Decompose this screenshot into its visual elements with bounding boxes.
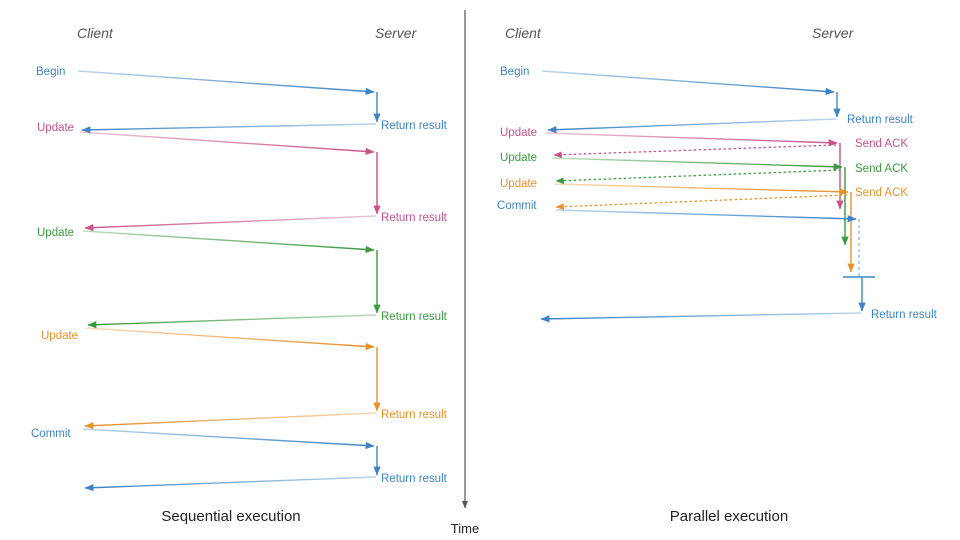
seq-label-update-2: Update — [37, 227, 74, 239]
seq-server-actor-label: Server — [375, 25, 418, 41]
seq-arrow-return-3 — [87, 314, 377, 329]
par-label-ack-2: Send ACK — [855, 163, 908, 175]
par-label-ack-3: Send ACK — [855, 187, 908, 199]
par-label-update-1: Update — [500, 127, 537, 139]
seq-label-begin: Begin — [36, 66, 65, 78]
par-label-update-2: Update — [500, 152, 537, 164]
seq-arrow-begin — [77, 70, 375, 96]
seq-arrow-update-3 — [85, 327, 375, 351]
seq-label-update-1: Update — [37, 122, 74, 134]
par-server-actor-label: Server — [812, 25, 855, 41]
time-axis: Time — [451, 10, 479, 536]
seq-label-return-5: Return result — [381, 473, 448, 485]
par-arrow-update-1 — [545, 132, 838, 147]
par-label-update-3: Update — [500, 178, 537, 190]
time-axis-label: Time — [451, 521, 479, 536]
seq-arrow-return-1 — [81, 123, 377, 134]
panel-parallel: Client Server Begin Return result Update… — [497, 25, 938, 525]
par-panel-caption: Parallel execution — [670, 508, 788, 525]
panel-sequential: Client Server Begin Return result Update… — [31, 25, 448, 525]
par-client-actor-label: Client — [505, 25, 542, 41]
par-arrow-return-final — [540, 312, 862, 323]
par-ack-dotted-2 — [555, 169, 842, 185]
par-ack-dotted-1 — [553, 144, 837, 159]
par-arrow-update-2 — [551, 157, 843, 171]
par-arrow-begin — [541, 70, 835, 96]
seq-label-update-3: Update — [41, 330, 78, 342]
par-arrow-update-3 — [553, 183, 849, 196]
seq-arrow-update-1 — [79, 131, 375, 156]
seq-arrow-commit — [82, 428, 375, 450]
par-label-commit: Commit — [497, 200, 537, 212]
seq-client-actor-label: Client — [77, 25, 114, 41]
seq-arrow-return-5 — [84, 476, 377, 492]
seq-arrow-update-2 — [82, 230, 375, 254]
seq-label-return-1: Return result — [381, 120, 448, 132]
par-label-return-final: Return result — [871, 309, 938, 321]
seq-panel-caption: Sequential execution — [161, 508, 300, 525]
par-label-ack-1: Send ACK — [855, 138, 908, 150]
seq-label-commit: Commit — [31, 428, 71, 440]
par-arrow-return-1 — [547, 118, 837, 134]
seq-arrow-return-2 — [84, 215, 377, 232]
par-ack-dotted-3 — [555, 194, 848, 211]
seq-label-return-3: Return result — [381, 311, 448, 323]
seq-arrow-return-4 — [84, 412, 377, 430]
seq-label-return-2: Return result — [381, 212, 448, 224]
par-arrow-commit — [555, 209, 857, 223]
seq-label-return-4: Return result — [381, 409, 448, 421]
par-label-return-1: Return result — [847, 114, 914, 126]
par-label-begin: Begin — [500, 66, 529, 78]
